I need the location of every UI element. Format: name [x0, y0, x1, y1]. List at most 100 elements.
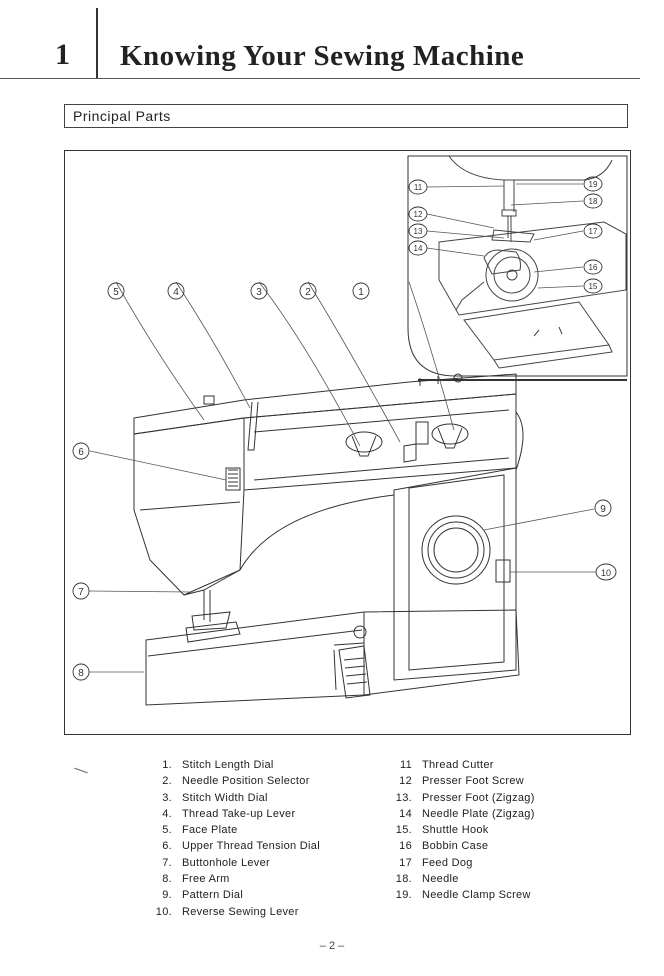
- legend-number: 12: [399, 775, 412, 788]
- svg-text:2: 2: [305, 287, 311, 298]
- callout-15: 15: [583, 278, 603, 294]
- legend-item: 12 Presser Foot Screw: [388, 773, 535, 789]
- parts-legend-right: 11 Thread Cutter 12 Presser Foot Screw 13.…: [388, 757, 535, 904]
- legend-item: 3. Stitch Width Dial: [148, 790, 320, 806]
- svg-text:10: 10: [601, 568, 611, 578]
- legend-item: 5. Face Plate: [148, 822, 320, 838]
- svg-text:17: 17: [589, 227, 598, 236]
- callout-10: 10: [595, 563, 617, 581]
- svg-text:19: 19: [589, 180, 598, 189]
- legend-label: Stitch Width Dial: [182, 791, 268, 804]
- legend-number: 19.: [395, 889, 412, 902]
- legend-label: Needle Clamp Screw: [422, 889, 531, 902]
- legend-label: Feed Dog: [422, 856, 473, 869]
- legend-item: 18. Needle: [388, 871, 535, 887]
- legend-item: 17 Feed Dog: [388, 855, 535, 871]
- callout-11: 11: [408, 179, 428, 195]
- legend-label: Buttonhole Lever: [182, 856, 270, 869]
- legend-label: Pattern Dial: [182, 889, 244, 902]
- leader-lines: [88, 183, 596, 673]
- callout-19: 19: [583, 176, 603, 192]
- callout-8: 8: [72, 663, 90, 681]
- sewing-machine-diagram: 1 2 3 4 5 6 7 8 9 10 11 12 13 14 15 16 1…: [64, 150, 631, 735]
- svg-text:16: 16: [589, 263, 598, 272]
- svg-text:13: 13: [414, 227, 423, 236]
- legend-number: 6.: [162, 840, 172, 853]
- chapter-number: 1: [55, 38, 70, 71]
- callout-16: 16: [583, 259, 603, 275]
- svg-text:3: 3: [256, 287, 262, 298]
- legend-number: 14: [399, 807, 412, 820]
- callout-13: 13: [408, 223, 428, 239]
- legend-item: 2. Needle Position Selector: [148, 773, 320, 789]
- callout-4: 4: [167, 282, 185, 300]
- callout-9: 9: [594, 499, 612, 517]
- svg-text:11: 11: [414, 183, 423, 192]
- callout-6: 6: [72, 442, 90, 460]
- callout-2: 2: [299, 282, 317, 300]
- legend-number: 8.: [162, 873, 172, 886]
- svg-text:18: 18: [589, 197, 598, 206]
- svg-text:14: 14: [414, 244, 423, 253]
- legend-item: 4. Thread Take-up Lever: [148, 806, 320, 822]
- callout-3: 3: [250, 282, 268, 300]
- legend-number: 7.: [162, 856, 172, 869]
- callout-14: 14: [408, 240, 428, 256]
- legend-number: 18.: [395, 873, 412, 886]
- legend-item: 6. Upper Thread Tension Dial: [148, 838, 320, 854]
- legend-label: Needle Plate (Zigzag): [422, 807, 535, 820]
- legend-item: 9.Pattern Dial: [148, 887, 320, 903]
- legend-number: 5.: [162, 824, 172, 837]
- svg-text:15: 15: [589, 282, 598, 291]
- stray-mark: [74, 767, 88, 774]
- svg-text:9: 9: [600, 504, 606, 515]
- legend-label: Thread Cutter: [422, 759, 494, 771]
- chapter-title: Knowing Your Sewing Machine: [120, 40, 525, 72]
- svg-text:5: 5: [113, 287, 119, 298]
- callout-7: 7: [72, 582, 90, 600]
- callouts: 1 2 3 4 5 6 7 8 9 10 11 12 13 14 15 16 1…: [72, 176, 617, 681]
- chapter-divider: [96, 8, 98, 78]
- legend-number: 15.: [395, 824, 412, 837]
- legend-number: 11: [399, 759, 412, 771]
- svg-text:4: 4: [173, 287, 179, 298]
- chapter-rule: [0, 78, 640, 79]
- legend-label: Needle: [422, 873, 459, 886]
- legend-label: Reverse Sewing Lever: [182, 905, 299, 918]
- legend-label: Shuttle Hook: [422, 824, 489, 837]
- legend-number: 2.: [162, 775, 172, 788]
- legend-item: 19. Needle Clamp Screw: [388, 887, 535, 903]
- legend-item: 10. Reverse Sewing Lever: [148, 904, 320, 920]
- legend-item: 15. Shuttle Hook: [388, 822, 535, 838]
- page-number: – 2 –: [319, 940, 345, 952]
- callout-12: 12: [408, 206, 428, 222]
- legend-label: Upper Thread Tension Dial: [182, 840, 320, 853]
- parts-legend-left: 1. Stitch Length Dial 2. Needle Position S…: [148, 757, 320, 920]
- svg-text:8: 8: [78, 668, 84, 679]
- legend-number: 17: [399, 856, 412, 869]
- legend-number: 1.: [162, 759, 172, 771]
- callout-1: 1: [352, 282, 370, 300]
- legend-number: 4.: [162, 807, 172, 820]
- callout-17: 17: [583, 223, 603, 239]
- legend-number: 10.: [155, 905, 172, 918]
- legend-number: 16: [399, 840, 412, 853]
- svg-text:1: 1: [358, 287, 364, 298]
- callout-5: 5: [107, 282, 125, 300]
- legend-label: Thread Take-up Lever: [182, 807, 296, 820]
- legend-item: 13.Presser Foot (Zigzag): [388, 790, 535, 806]
- legend-label: Needle Position Selector: [182, 775, 310, 788]
- machine-body: [133, 373, 524, 706]
- callout-18: 18: [583, 193, 603, 209]
- legend-item: 11 Thread Cutter: [388, 757, 535, 773]
- legend-item: 14 Needle Plate (Zigzag): [388, 806, 535, 822]
- legend-label: Face Plate: [182, 824, 238, 837]
- legend-label: Stitch Length Dial: [182, 759, 274, 771]
- legend-label: Presser Foot (Zigzag): [422, 791, 535, 804]
- inset-detail: [438, 155, 627, 369]
- section-heading: Principal Parts: [64, 104, 628, 128]
- legend-label: Presser Foot Screw: [422, 775, 524, 788]
- svg-text:12: 12: [414, 210, 423, 219]
- legend-number: 3.: [162, 791, 172, 804]
